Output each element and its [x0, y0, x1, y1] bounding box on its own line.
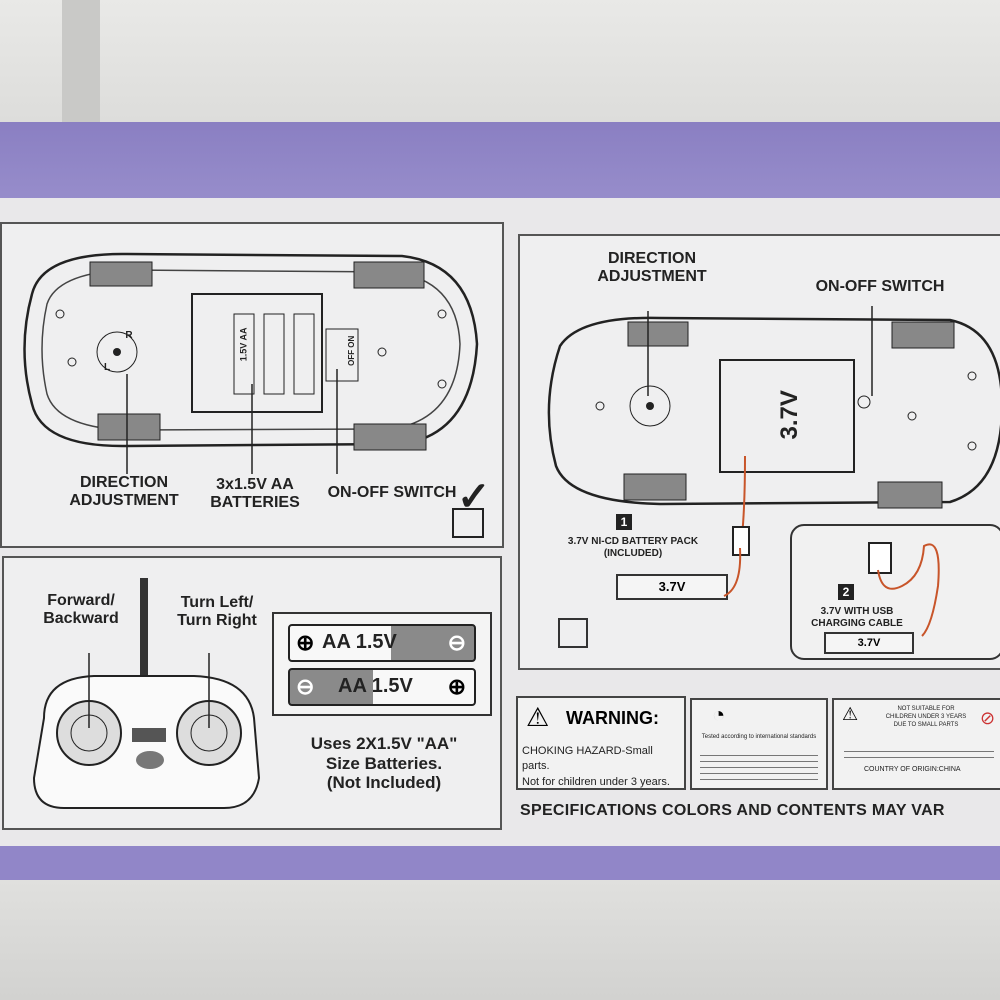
battery-top-label: AA 1.5V: [322, 631, 397, 653]
plus-icon: ⊕: [296, 630, 315, 655]
batteries-label: 3x1.5V AA BATTERIES: [210, 476, 300, 512]
arabic-age-lines: [844, 746, 994, 760]
battery-cell-label: 1.5V AA: [238, 327, 249, 362]
arabic-warning-lines: [700, 750, 818, 780]
choking-hazard-warning: ⚠ WARNING: CHOKING HAZARD-Small parts. N…: [516, 696, 686, 790]
remote-control-drawing: [32, 578, 261, 809]
charging-cable-box: 3.7V: [824, 632, 914, 654]
direction-adjustment-label: DIRECTION ADJUSTMENT: [597, 250, 707, 286]
no-small-children-icon: ⊘: [980, 708, 996, 728]
step-2-description: 3.7V WITH USB CHARGING CABLE: [811, 606, 903, 629]
check-mark-icon: ✓: [457, 475, 491, 519]
warning-triangle-icon: ⚠: [842, 704, 859, 724]
switch-off-on-text: OFF ON: [347, 335, 357, 366]
usb-wire: [877, 543, 940, 637]
box-top-edge: [0, 122, 1000, 200]
country-of-origin: COUNTRY OF ORIGIN:CHINA: [864, 766, 961, 773]
warning-text: CHOKING HAZARD-Small parts. Not for chil…: [522, 745, 670, 788]
step-2-badge: 2: [838, 584, 854, 600]
direction-adjustment-label: DIRECTION ADJUSTMENT: [69, 474, 179, 510]
wheel-right-letter: R: [125, 330, 133, 341]
table-surface: [0, 880, 1000, 1000]
forward-backward-label: Forward/ Backward: [43, 592, 119, 628]
pack-wire: [723, 548, 742, 597]
car-aa-battery-diagram: 1.5V AA L R OFF ON DIRECTION ADJUSTMENT …: [0, 222, 504, 548]
warning-title: WARNING:: [566, 708, 659, 728]
minus-icon: ⊖: [296, 674, 315, 699]
battery-compartment: ⊕ AA 1.5V ⊖ ⊖ AA 1.5V ⊕: [272, 612, 492, 716]
battery-top: ⊕ AA 1.5V ⊖: [288, 624, 476, 662]
background-post: [62, 0, 100, 130]
car-top-view-drawing: [23, 252, 479, 474]
standards-certification: ◔ Tested according to international stan…: [690, 698, 828, 790]
checkbox-checked: [452, 508, 484, 538]
pack-voltage-label: 3.7V: [776, 390, 804, 440]
battery-bottom-label: AA 1.5V: [338, 675, 413, 697]
specifications-footer: SPECIFICATIONS COLORS AND CONTENTS MAY V…: [520, 802, 945, 819]
empty-checkbox: [558, 618, 588, 648]
usb-cable-callout: 2 3.7V WITH USB CHARGING CABLE 3.7V: [790, 524, 1000, 660]
usb-plug-icon: [868, 542, 892, 574]
age-restriction-warning: ⚠ NOT SUITABLE FOR CHILDREN UNDER 3 YEAR…: [832, 698, 1000, 790]
turn-left-right-label: Turn Left/ Turn Right: [177, 594, 257, 630]
on-off-switch-label: ON-OFF SWITCH: [327, 484, 457, 501]
car-top-view-drawing: [547, 306, 1000, 537]
background-wall: [0, 0, 1000, 130]
car-37v-battery-diagram: DIRECTION ADJUSTMENT ON-OFF SWITCH 3.7V …: [518, 234, 1000, 670]
battery-bottom: ⊖ AA 1.5V ⊕: [288, 668, 476, 706]
minus-icon: ⊖: [447, 630, 466, 655]
step-1-badge: 1: [616, 514, 632, 530]
wheel-left-letter: L: [103, 362, 111, 373]
battery-pack-box: 3.7V: [616, 574, 728, 600]
step-1-description: 3.7V NI-CD BATTERY PACK (INCLUDED): [567, 536, 699, 559]
warning-triangle-icon: ⚠: [526, 702, 550, 732]
certification-logo-icon: ◔: [712, 702, 726, 727]
tested-text: Tested according to international standa…: [701, 734, 817, 740]
battery-instructions: Uses 2X1.5V "AA" Size Batteries. (Not In…: [310, 734, 458, 793]
not-suitable-text: NOT SUITABLE FOR CHILDREN UNDER 3 YEARS …: [885, 706, 967, 728]
plus-icon: ⊕: [447, 674, 466, 699]
on-off-switch-label: ON-OFF SWITCH: [815, 278, 945, 295]
remote-control-diagram: Forward/ Backward Turn Left/ Turn Right …: [2, 556, 502, 830]
